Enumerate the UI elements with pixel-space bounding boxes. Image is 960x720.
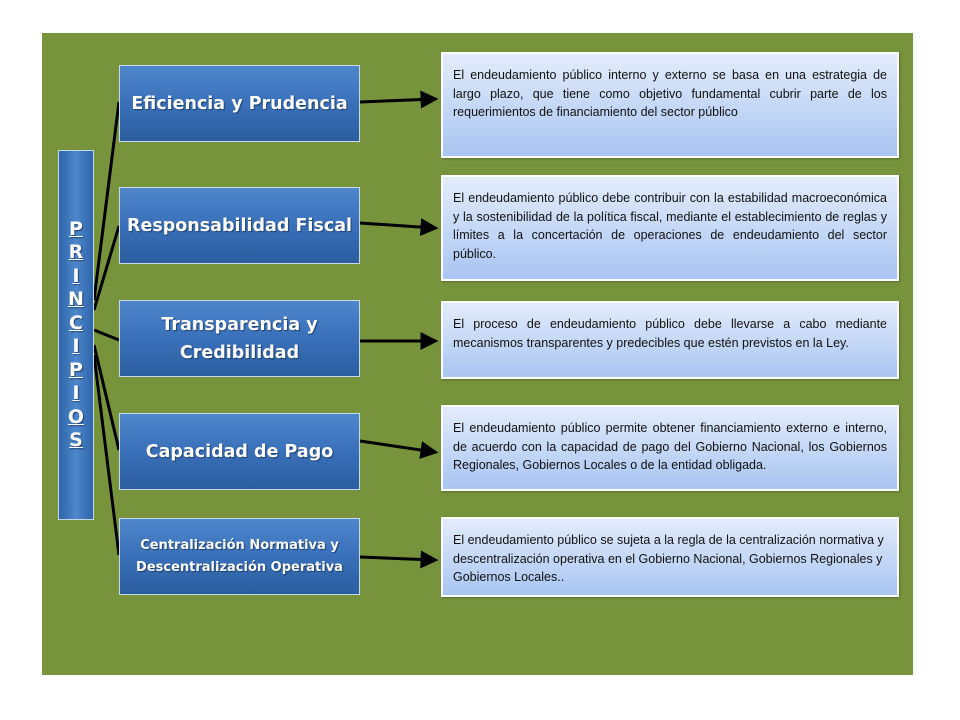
principle-box-centralizacion: Centralización Normativa y Descentraliza…: [119, 518, 360, 595]
vertical-letter: P: [69, 358, 83, 381]
vertical-letter: S: [69, 429, 83, 451]
principle-box-eficiencia: Eficiencia y Prudencia: [119, 65, 360, 142]
principle-box-transparencia: Transparencia y Credibilidad: [119, 300, 360, 377]
vertical-letter: I: [72, 264, 80, 287]
description-box-responsabilidad: El endeudamiento público debe contribuir…: [441, 175, 899, 281]
vertical-letter: N: [68, 288, 84, 310]
description-box-transparencia: El proceso de endeudamiento público debe…: [441, 301, 899, 379]
principios-vertical-label: P R I N C I P I O S: [58, 150, 94, 520]
vertical-letter: R: [68, 241, 84, 263]
vertical-letter: C: [69, 311, 83, 334]
vertical-letter: P: [69, 217, 83, 240]
principle-box-capacidad: Capacidad de Pago: [119, 413, 360, 490]
principle-box-responsabilidad: Responsabilidad Fiscal: [119, 187, 360, 264]
description-box-capacidad: El endeudamiento público permite obtener…: [441, 405, 899, 491]
vertical-letter: I: [72, 382, 80, 404]
vertical-letter: I: [72, 335, 80, 357]
vertical-letter: O: [67, 405, 85, 428]
description-box-eficiencia: El endeudamiento público interno y exter…: [441, 52, 899, 158]
description-box-centralizacion: El endeudamiento público se sujeta a la …: [441, 517, 899, 597]
